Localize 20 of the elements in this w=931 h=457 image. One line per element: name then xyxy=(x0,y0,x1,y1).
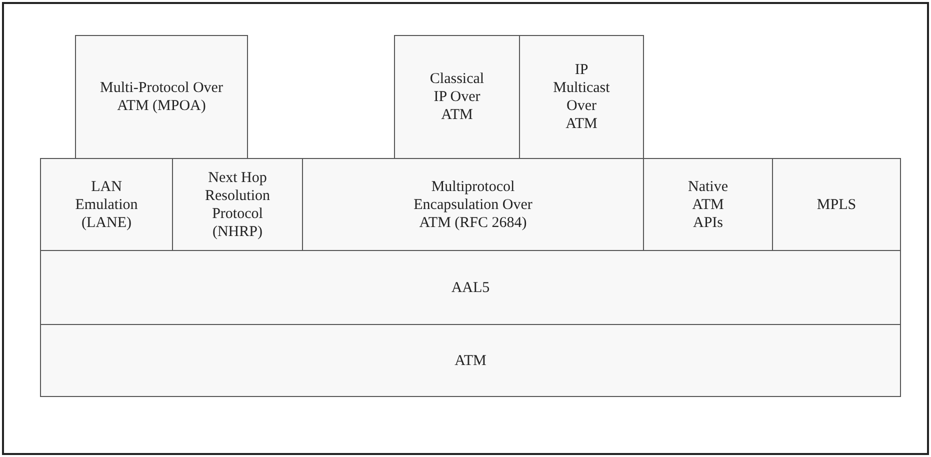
layer-box xyxy=(40,158,173,251)
layer-label: Native ATM APIs xyxy=(687,178,729,232)
layer-label: MPLS xyxy=(816,196,856,214)
layer-box xyxy=(643,158,773,251)
layer-box xyxy=(302,158,644,251)
layer-box xyxy=(394,35,520,159)
layer-label: AAL5 xyxy=(451,278,490,296)
layer-label: Multiprotocol Encapsulation Over ATM (RFC 2684) xyxy=(412,178,534,232)
layer-label: ATM xyxy=(454,352,486,370)
layer-label: Classical IP Over ATM xyxy=(428,70,486,124)
layer-label: Next Hop Resolution Protocol (NHRP) xyxy=(204,168,271,240)
layer-box xyxy=(75,35,248,159)
layer-box xyxy=(40,324,901,397)
layer-box xyxy=(172,158,303,251)
layer-label: LAN Emulation (LANE) xyxy=(74,178,139,232)
layer-box xyxy=(772,158,901,251)
layer-label: Multi-Protocol Over ATM (MPOA) xyxy=(99,79,224,115)
layer-box xyxy=(519,35,644,159)
layer-box xyxy=(40,250,901,325)
layer-label: IP Multicast Over ATM xyxy=(552,61,611,133)
